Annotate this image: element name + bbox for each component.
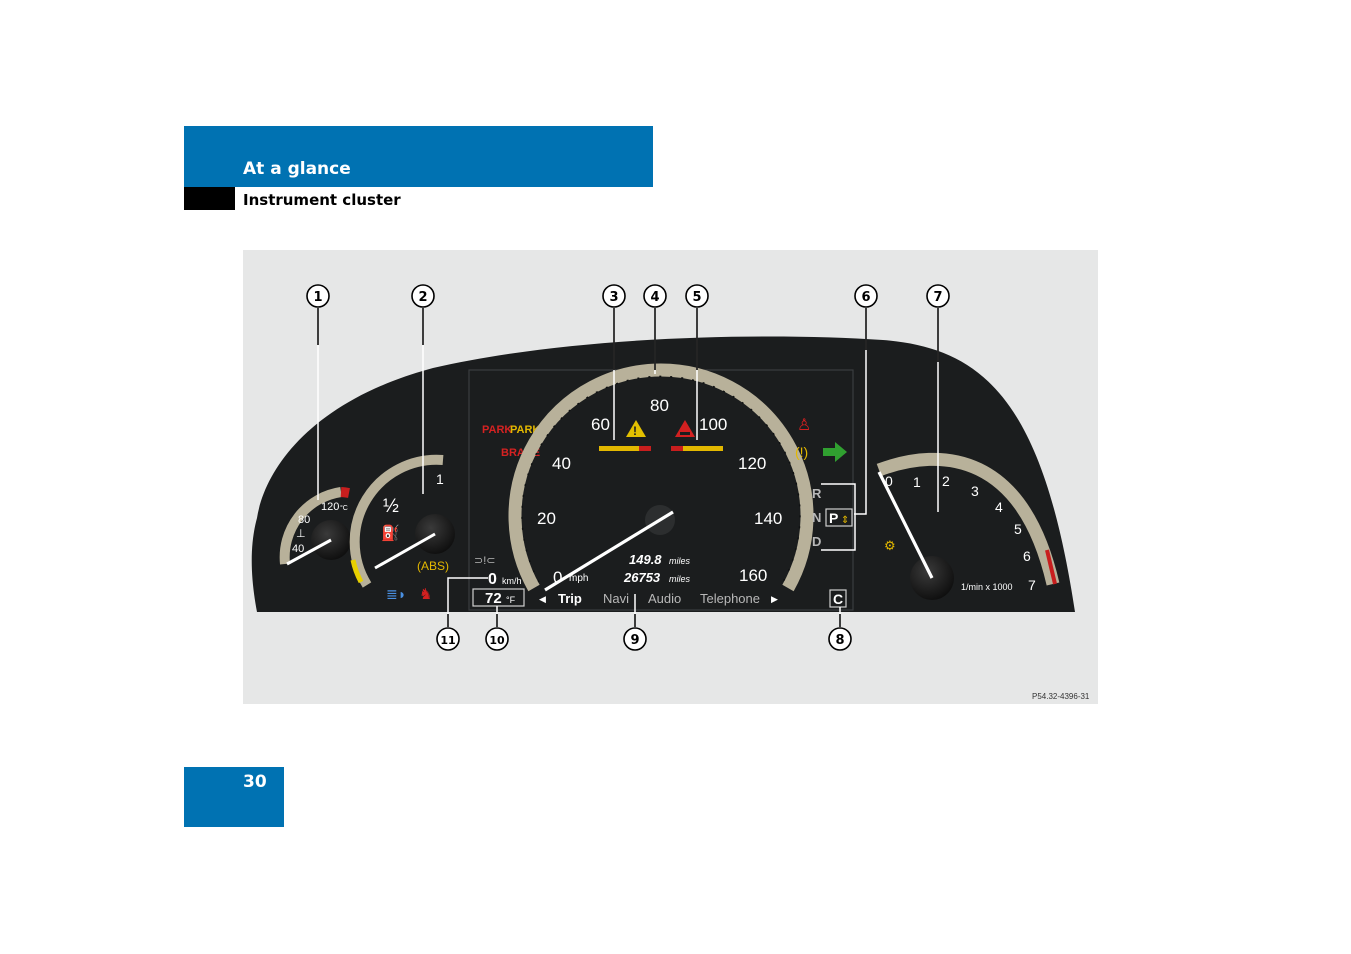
page-number: 30	[243, 772, 267, 792]
speed-unit: mph	[569, 573, 588, 584]
rpm-tick-3: 3	[971, 483, 979, 499]
park-brake-lamp-red: PARK	[482, 424, 512, 436]
odometer-value: 26753	[623, 570, 661, 585]
fuel-pump-icon: ⛽	[381, 524, 400, 542]
gear-n: N	[812, 510, 821, 525]
collision-warning-icon: ▬	[680, 427, 690, 438]
turn-signal-icon	[823, 442, 847, 462]
callout-6: 6	[861, 290, 870, 305]
speed-tick-0: 0	[553, 568, 562, 587]
callout-7: 7	[933, 290, 942, 305]
instrument-cluster-figure: 120 °C 80 40 ⊥ 1 ½ ⛽ (ABS) ≣◗ ♞ PARK PAR…	[243, 250, 1098, 704]
coolant-unit: °C	[340, 504, 348, 512]
outside-temp-frame	[472, 588, 525, 607]
rpm-unit: 1/min x 1000	[961, 582, 1013, 592]
tachometer: 0 1 2 3 4 5 6 7 1/min x 1000 ⚙	[876, 452, 1060, 600]
gear-selector-arrows: ⇕	[841, 515, 849, 526]
rpm-tick-2: 2	[942, 473, 950, 489]
callout-2: 2	[418, 290, 427, 305]
digital-speed-value: 0	[488, 571, 497, 588]
menu-left-arrow: ◀	[539, 594, 546, 604]
section-title: At a glance	[243, 159, 351, 179]
menu-item-audio: Audio	[648, 591, 681, 606]
menu-item-navi: Navi	[603, 591, 629, 606]
headlamp-icon: ≣◗	[386, 586, 406, 602]
rpm-tick-0: 0	[885, 473, 893, 489]
fuel-gauge: 1 ½ ⛽ (ABS) ≣◗ ♞	[349, 454, 455, 603]
seatbelt-warning-icon: ♙	[797, 417, 811, 434]
speed-tick-140: 140	[754, 509, 782, 528]
fuel-tick-half: ½	[383, 496, 399, 517]
callout-5: 5	[692, 290, 701, 305]
subsection-title: Instrument cluster	[243, 191, 401, 209]
callout-8: 8	[835, 633, 844, 648]
callout-lines-outer	[317, 308, 939, 627]
speed-tick-40: 40	[552, 454, 571, 473]
cruise-control-icon: ⊃!⊂	[474, 555, 496, 567]
odometer-unit: miles	[669, 574, 691, 584]
digital-speed-unit: km/h	[502, 576, 522, 586]
callout-11: 11	[440, 634, 455, 647]
cluster-housing	[251, 336, 1075, 612]
airbag-warning-icon: ♞	[419, 586, 432, 603]
drive-program-mode: C	[833, 591, 843, 607]
tire-pressure-icon: (!)	[795, 444, 808, 460]
speed-tick-20: 20	[537, 509, 556, 528]
menu-item-telephone: Telephone	[700, 591, 760, 606]
distronic-warning: ! ▬	[599, 420, 723, 451]
menu-right-arrow: ▶	[771, 594, 778, 604]
gear-indicator: R N D P ⇕ C	[812, 486, 853, 608]
fuel-tick-full: 1	[436, 471, 444, 487]
trip-unit: miles	[669, 556, 691, 566]
callout-1: 1	[313, 290, 322, 305]
rpm-tick-4: 4	[995, 499, 1003, 515]
rpm-tick-5: 5	[1014, 521, 1022, 537]
caution-icon: !	[633, 424, 637, 438]
image-code: P54.32-4396-31	[1032, 692, 1090, 701]
gear-d: D	[812, 534, 821, 549]
menu-item-trip: Trip	[558, 591, 582, 606]
speed-tick-160: 160	[739, 566, 767, 585]
coolant-temperature-gauge: 120 °C 80 40 ⊥	[279, 487, 351, 566]
gear-r: R	[812, 486, 822, 501]
speed-tick-80: 80	[650, 396, 669, 415]
speed-tick-100: 100	[699, 415, 727, 434]
section-tab	[184, 187, 235, 210]
speed-tick-60: 60	[591, 415, 610, 434]
callout-10: 10	[489, 634, 505, 647]
trip-value: 149.8	[629, 552, 662, 567]
coolant-tick-40: 40	[292, 543, 304, 555]
callout-4: 4	[650, 290, 659, 305]
coolant-tick-80: 80	[298, 514, 310, 526]
callout-3: 3	[609, 290, 618, 305]
menu-bar: ◀ Trip Navi Audio Telephone ▶	[539, 591, 778, 606]
rpm-tick-1: 1	[913, 474, 921, 490]
check-engine-icon: ⚙	[884, 538, 896, 553]
page-number-box	[184, 767, 284, 827]
callout-markers: 1 2 3 4 5 6 7 8 9 10 11	[306, 284, 950, 651]
coolant-tick-120: 120	[321, 501, 339, 513]
rpm-tick-7: 7	[1028, 577, 1036, 593]
abs-warning-icon: (ABS)	[417, 559, 449, 573]
header-bar	[184, 126, 653, 187]
coolant-icon: ⊥	[296, 528, 306, 540]
park-brake-lamp-yellow: PARK	[510, 424, 540, 436]
gear-selected: P	[829, 510, 838, 526]
speedometer: 0 20 40 60 80 100 120 140 160 mph 149.8 …	[508, 363, 814, 592]
outside-temp-unit: °F	[506, 595, 516, 605]
callout-9: 9	[630, 633, 639, 648]
outside-temp-value: 72	[485, 590, 502, 607]
rpm-tick-6: 6	[1023, 548, 1031, 564]
speed-tick-120: 120	[738, 454, 766, 473]
